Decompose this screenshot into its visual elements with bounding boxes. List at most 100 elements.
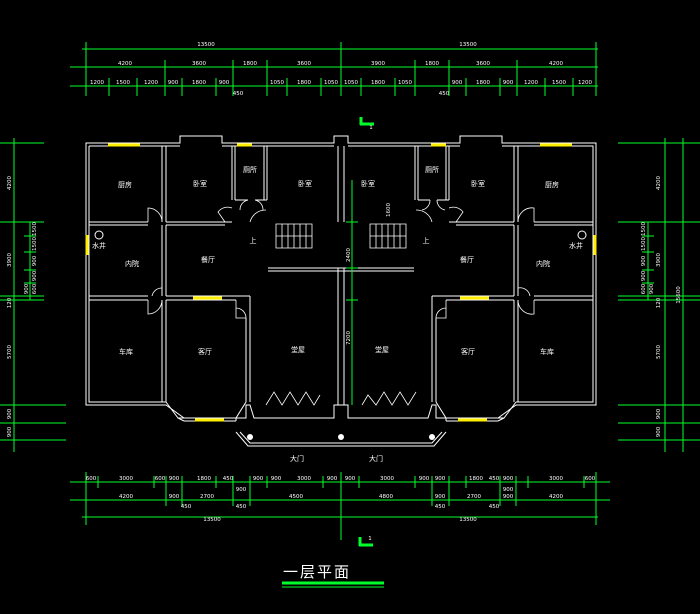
water-well-right (577, 230, 587, 240)
room-label: 车库 (540, 347, 554, 356)
room-label: 上 (250, 236, 257, 245)
right-small-dim: 600 (641, 283, 647, 294)
top-row3-dim: 900 (168, 80, 179, 86)
bottom-row1-dim: 900 (503, 476, 514, 482)
section-mark-bottom: 1 (358, 536, 373, 547)
left-small-dim: 900 (24, 283, 30, 294)
bottom-row1-dim: 450 (489, 476, 500, 482)
inner-dim: 1600 (386, 203, 392, 217)
bottom-row1-dim: 1800 (469, 476, 483, 482)
top-row3-dim: 1200 (578, 80, 592, 86)
right-dim: 3900 (656, 253, 662, 267)
left-dim: 120 (7, 297, 13, 308)
room-label: 客厅 (461, 347, 475, 356)
water-well-left (94, 230, 104, 240)
top-overall-dim-1: 13500 (197, 42, 215, 48)
bottom-row1-dim: 900 (419, 476, 430, 482)
room-label: 大门 (290, 454, 304, 463)
right-dim: 5700 (656, 345, 662, 359)
bottom-row2-dim: 4200 (119, 494, 133, 500)
top-row3-dim: 1500 (552, 80, 566, 86)
bottom-row2-small-dim: 450 (181, 504, 192, 510)
right-small-dim: 900 (641, 270, 647, 281)
left-small-dim: 900 (32, 270, 38, 281)
building-walls (85, 135, 597, 447)
top-row2-dim: 1800 (243, 61, 257, 67)
entry-column-3 (429, 434, 435, 440)
stairs (275, 223, 407, 249)
room-label: 堂屋 (375, 345, 389, 354)
bottom-row1-dim: 900 (327, 476, 338, 482)
bottom-row1-dim: 900 (253, 476, 264, 482)
left-dim: 3900 (7, 253, 13, 267)
room-label: 水井 (92, 241, 106, 250)
inner-dim: 7200 (346, 331, 352, 345)
room-label: 卧室 (471, 179, 485, 188)
bottom-row2-dim: 900 (169, 494, 180, 500)
bottom-row2-small-dim: 450 (435, 504, 446, 510)
top-row3-dim: 1050 (270, 80, 284, 86)
room-label: 厕所 (243, 165, 257, 174)
bottom-row1-dim: 600 (155, 476, 166, 482)
top-overall-dim-2: 13500 (459, 42, 477, 48)
room-label: 卧室 (361, 179, 375, 188)
bottom-row1-dim: 3000 (549, 476, 563, 482)
top-row3-dim: 1050 (324, 80, 338, 86)
bottom-row1-dim: 3000 (119, 476, 133, 482)
top-row3-dim: 900 (503, 80, 514, 86)
room-label: 卧室 (298, 179, 312, 188)
bottom-row1-dim: 3000 (380, 476, 394, 482)
top-row3-dim: 900 (219, 80, 230, 86)
top-row3-dim: 900 (452, 80, 463, 86)
bottom-row1-small-dim: 900 (236, 487, 247, 493)
top-dimension-chains: 13500 13500 4200 3600 1800 3600 3900 180… (70, 42, 598, 97)
entry-column-2 (338, 434, 344, 440)
room-label: 卧室 (193, 179, 207, 188)
room-label: 大门 (369, 454, 383, 463)
bottom-row1-dim: 900 (271, 476, 282, 482)
bottom-row1-dim: 900 (435, 476, 446, 482)
left-small-dim: 1500 (32, 237, 38, 251)
top-row3-dim: 1050 (344, 80, 358, 86)
bottom-row1-dim: 600 (585, 476, 596, 482)
left-dimension-chains: 4200 3900 120 5700 900 900 1500 1500 900… (0, 138, 66, 452)
right-small-dim: 900 (649, 283, 655, 294)
doors (147, 199, 535, 406)
right-dimension-chains: 4200 3900 120 5700 900 900 15600 1500 15… (618, 138, 700, 452)
bottom-row1-dim: 1800 (197, 476, 211, 482)
top-row3-small-dim: 450 (439, 91, 450, 97)
room-label: 客厅 (198, 347, 212, 356)
right-overall-dim: 15600 (676, 286, 682, 304)
top-row3-dim: 1050 (398, 80, 412, 86)
windows (85, 143, 597, 422)
bottom-row2-dim: 900 (435, 494, 446, 500)
drawing-title: 一层平面 (282, 563, 384, 588)
room-label: 水井 (569, 241, 583, 250)
bottom-row2-dim: 2700 (200, 494, 214, 500)
bottom-overall-dim: 13500 (203, 517, 221, 523)
top-row2-dim: 3600 (297, 61, 311, 67)
left-dim: 5700 (7, 345, 13, 359)
section-mark-label: 1 (368, 536, 372, 542)
top-row2-dim: 3600 (476, 61, 490, 67)
top-row3-dim: 1800 (371, 80, 385, 86)
top-row2-dim: 4200 (118, 61, 132, 67)
section-mark-label: 1 (369, 125, 373, 131)
bottom-row1-small-dim: 900 (503, 487, 514, 493)
bottom-row2-small-dim: 450 (489, 504, 500, 510)
bottom-row1-dim: 600 (86, 476, 97, 482)
right-dim: 900 (656, 426, 662, 437)
top-row3-dim: 1200 (144, 80, 158, 86)
top-row3-small-dim: 450 (233, 91, 244, 97)
top-row2-dim: 1800 (425, 61, 439, 67)
right-dim: 120 (656, 297, 662, 308)
room-label: 厕所 (425, 165, 439, 174)
bottom-row2-dim: 4200 (549, 494, 563, 500)
bottom-row1-dim: 450 (223, 476, 234, 482)
left-small-dim: 900 (32, 255, 38, 266)
room-label: 内院 (125, 259, 139, 268)
bottom-row1-dim: 3000 (297, 476, 311, 482)
top-row3-dim: 1800 (297, 80, 311, 86)
top-row3-dim: 1800 (192, 80, 206, 86)
right-dim: 4200 (656, 176, 662, 190)
